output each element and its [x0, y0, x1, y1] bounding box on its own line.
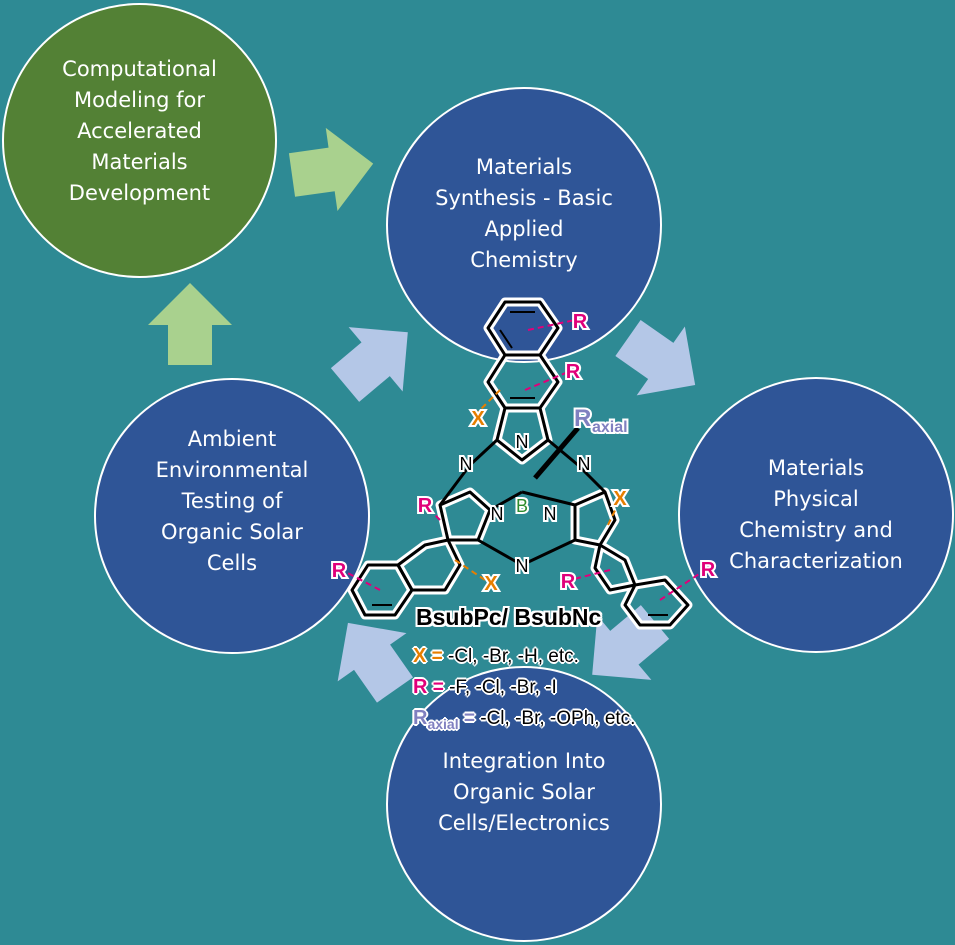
legend-x: X = -Cl, -Br, -H, etc.	[413, 645, 579, 668]
atom-n-label: N	[491, 504, 504, 524]
molecule-structure	[341, 297, 706, 630]
substituent-r-label: R	[561, 571, 576, 593]
legend-text: -F, -Cl, -Br, -I	[449, 677, 557, 698]
substituent-x-label: X	[613, 488, 627, 510]
atom-n-label: N	[578, 454, 591, 474]
atom-n-label: N	[544, 504, 557, 524]
node-label: Materials Synthesis - Basic Applied Chem…	[435, 155, 613, 272]
axial-subscript: axial	[592, 419, 628, 436]
legend-subscript: axial	[427, 715, 459, 732]
legend-r-axial: Raxial = -Cl, -Br, -OPh, etc.	[413, 707, 635, 732]
node-label: Materials Physical Chemistry and Charact…	[729, 456, 903, 573]
arrow-synthesis-to-physical	[615, 319, 696, 396]
node-computational-modeling: Computational Modeling for Accelerated M…	[2, 3, 277, 278]
legend-equals: =	[458, 708, 481, 729]
legend-symbol: X	[413, 645, 427, 667]
node-label: Integration Into Organic Solar Cells/Ele…	[438, 748, 610, 835]
legend-equals: =	[427, 677, 450, 698]
node-label: Computational Modeling for Accelerated M…	[62, 57, 217, 205]
compound-name: BsubPc/ BsubNc	[416, 604, 602, 630]
node-integration: Integration Into Organic Solar Cells/Ele…	[386, 666, 662, 942]
atom-n-label: N	[516, 556, 529, 576]
node-ambient-testing: Ambient Environmental Testing of Organic…	[94, 378, 370, 654]
legend-equals: =	[426, 646, 448, 667]
node-label: Ambient Environmental Testing of Organic…	[155, 426, 309, 575]
atom-n-label: N	[516, 432, 529, 452]
atom-b-label: B	[516, 496, 528, 516]
substituent-r-label: R	[573, 311, 588, 333]
arrow-computational-to-synthesis	[288, 127, 374, 212]
substituent-r-label: R	[418, 495, 433, 517]
node-materials-synthesis: Materials Synthesis - Basic Applied Chem…	[386, 87, 662, 363]
substituent-r-label: R	[701, 559, 716, 581]
substituent-r-label: R	[332, 560, 347, 582]
arrow-integration-to-ambient	[337, 622, 414, 703]
legend-text: -Cl, -Br, -OPh, etc.	[480, 708, 636, 729]
legend-symbol: R	[413, 676, 428, 698]
node-physical-chemistry: Materials Physical Chemistry and Charact…	[678, 377, 954, 653]
arrow-ambient-to-computational	[148, 283, 232, 365]
arrow-ambient-to-synthesis	[330, 327, 408, 402]
substituent-x-label: X	[471, 408, 485, 430]
legend-r: R = -F, -Cl, -Br, -I	[413, 676, 557, 699]
axial-substituent-label: R axial	[572, 403, 630, 438]
axial-r-label: R	[574, 405, 591, 432]
atom-n-label: N	[460, 454, 473, 474]
molecule-substituent-labels: R R X R R X X R R	[330, 309, 718, 597]
substituent-r-label: R	[566, 361, 581, 383]
legend-symbol: R	[413, 707, 428, 729]
molecule-atom-labels: N N N N N N B	[458, 430, 593, 578]
legend-text: -Cl, -Br, -H, etc.	[448, 646, 579, 667]
substituent-x-label: X	[484, 573, 498, 595]
